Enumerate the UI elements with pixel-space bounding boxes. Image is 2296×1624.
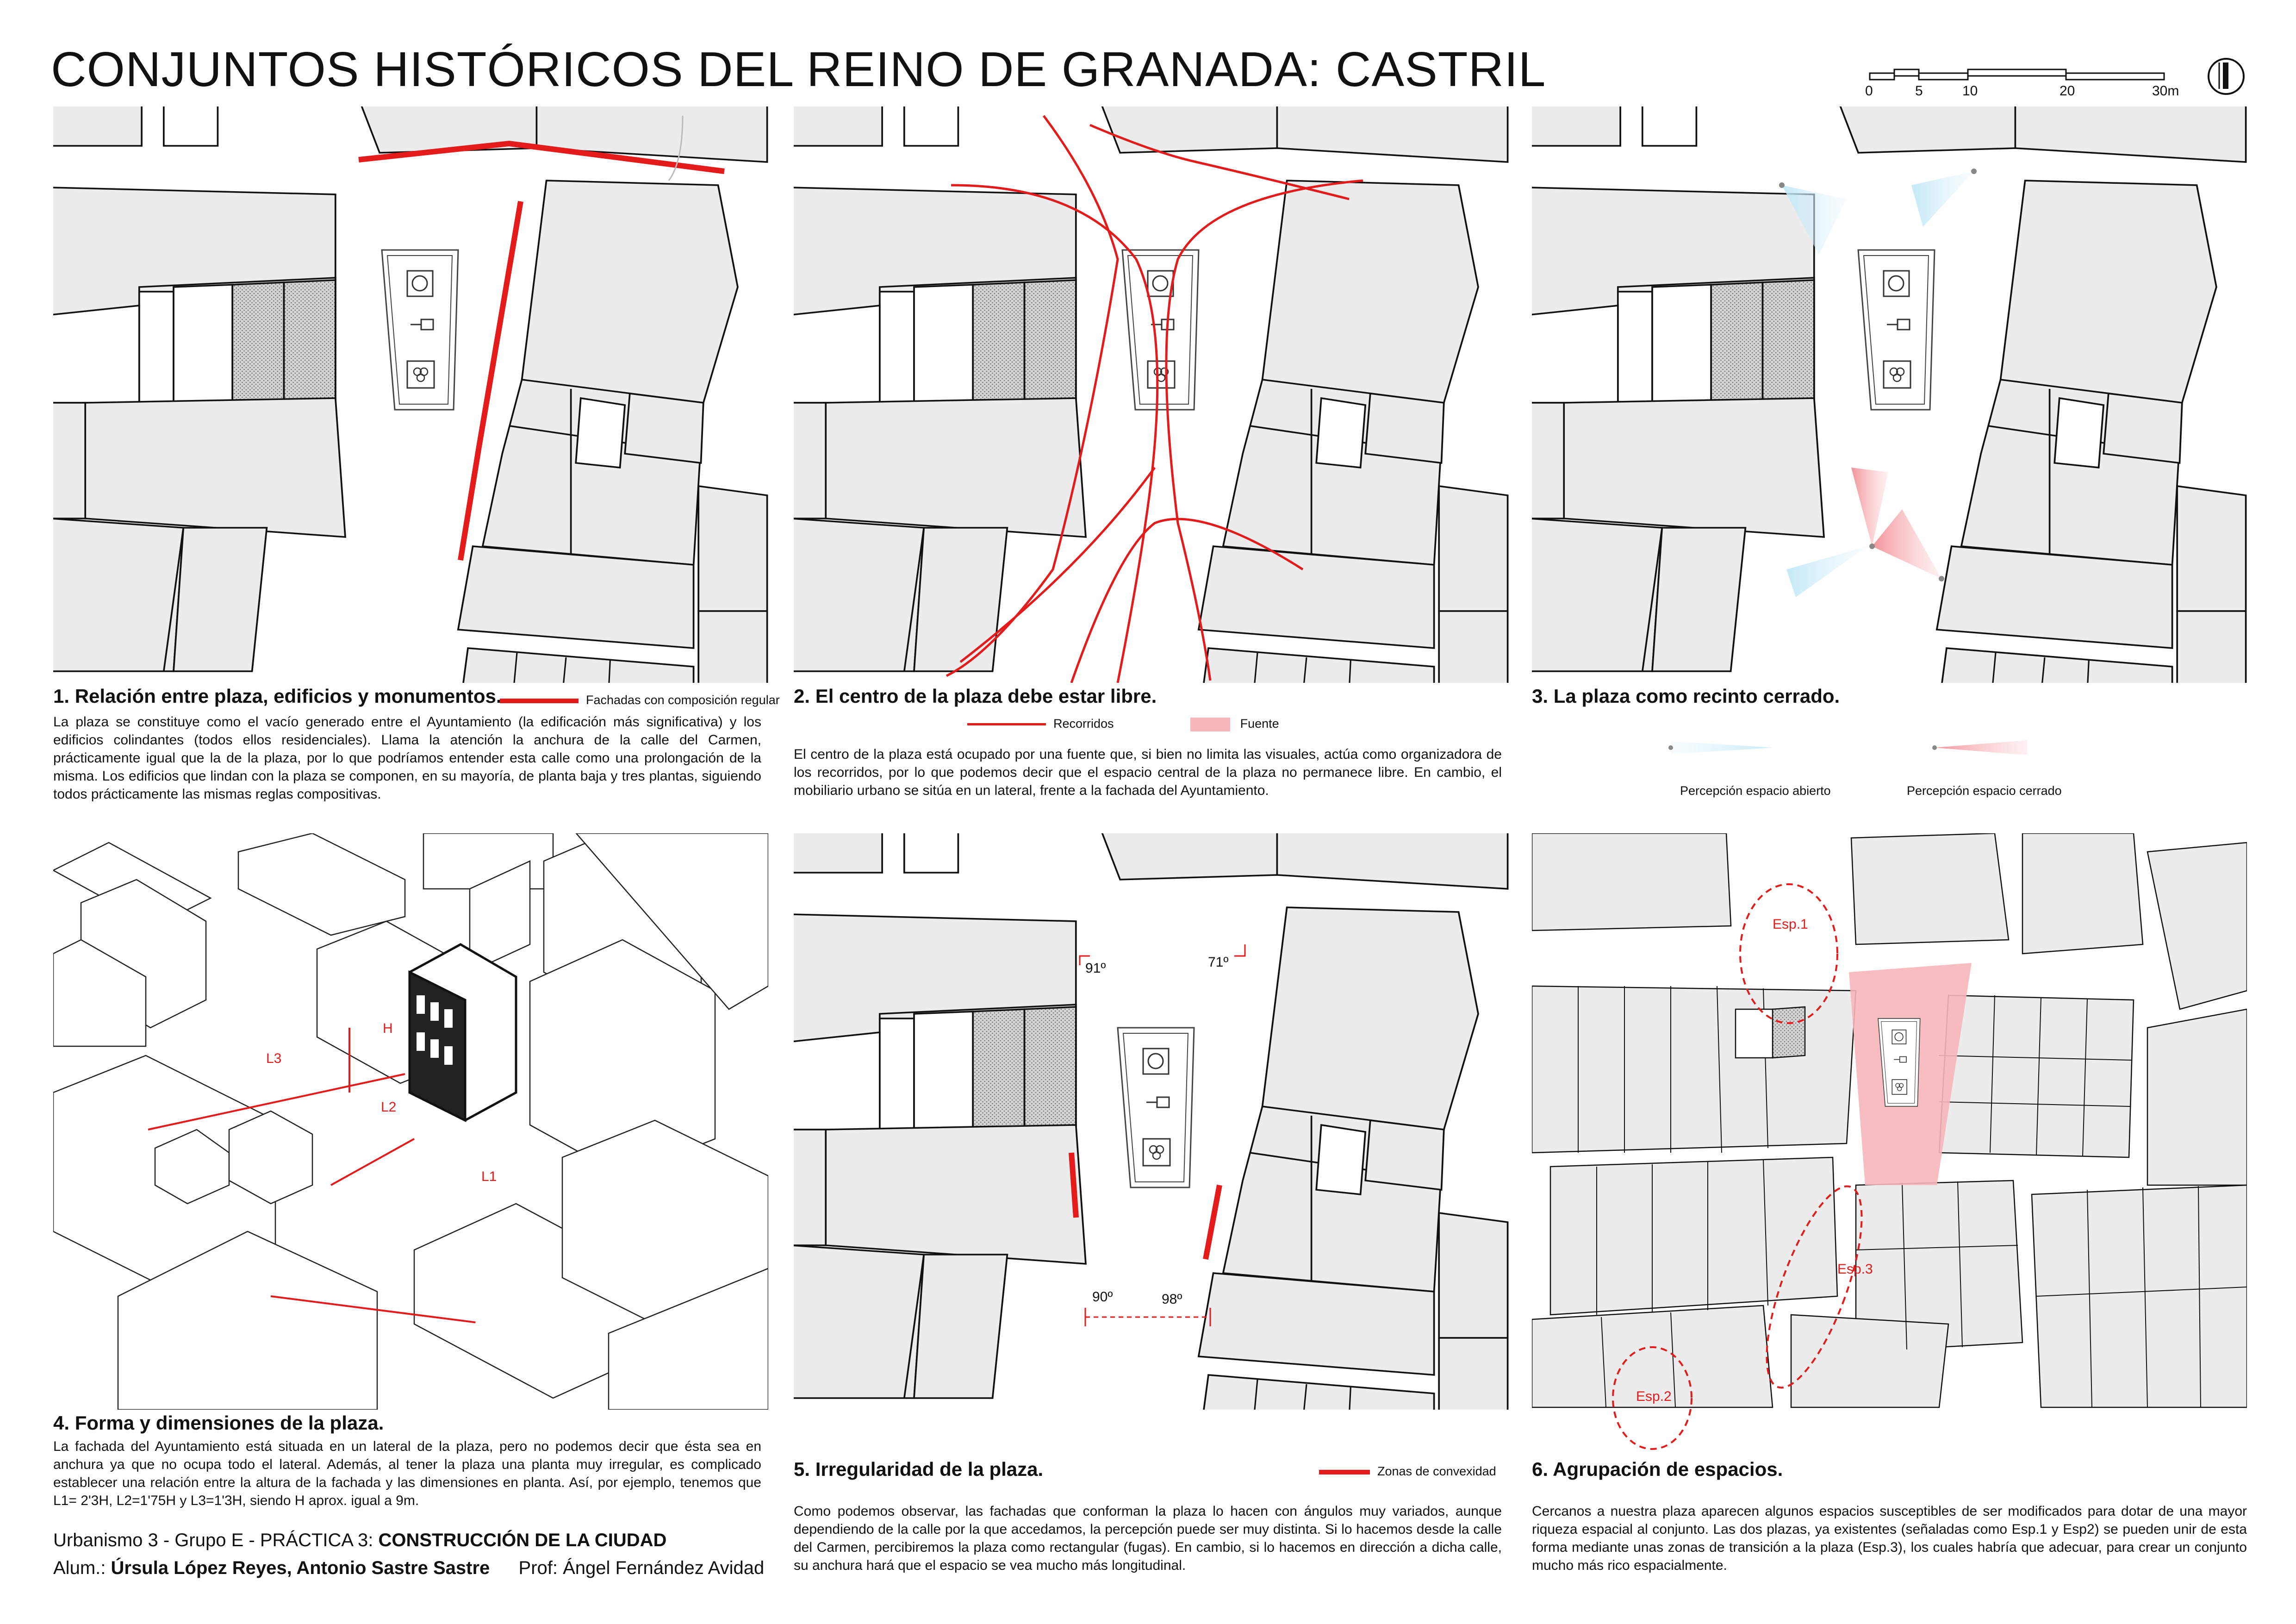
legend-red-line-icon xyxy=(500,698,579,703)
scale-label-0: 0 xyxy=(1865,83,1873,99)
panel-3-heading: 3. La plaza como recinto cerrado. xyxy=(1532,685,1840,707)
panel-6-map: Esp.1 Esp.3 Esp.2 xyxy=(1532,833,2247,1454)
page-title: CONJUNTOS HISTÓRICOS DEL REINO DE GRANAD… xyxy=(51,42,1546,97)
closed-space-swatch-icon xyxy=(1888,738,2036,757)
panel-1-legend: Fachadas con composición regular xyxy=(500,693,780,707)
panel-2-heading: 2. El centro de la plaza debe estar libr… xyxy=(794,685,1157,707)
panel-4-text: La fachada del Ayuntamiento está situada… xyxy=(53,1439,761,1508)
panel-2-legend: Recorridos Fuente xyxy=(967,717,1279,731)
panel-1-map xyxy=(53,106,768,683)
open-space-swatch-icon xyxy=(1634,738,1782,757)
legend-convexity-line-icon xyxy=(1319,1469,1370,1474)
panel-5-map: 91º 71º 90º 98º xyxy=(794,833,1509,1410)
angle-91: 91º xyxy=(1085,961,1106,976)
label-esp2: Esp.2 xyxy=(1636,1389,1672,1404)
scale-label-5: 5 xyxy=(1915,83,1923,99)
angle-71: 71º xyxy=(1208,955,1229,970)
label-h: H xyxy=(383,1021,393,1036)
legend-open-space-label: Percepción espacio abierto xyxy=(1680,784,1831,798)
label-esp1: Esp.1 xyxy=(1773,917,1808,932)
label-l1: L1 xyxy=(481,1169,497,1184)
north-arrow-icon xyxy=(2205,56,2247,97)
footer-authors-line: Alum.: Úrsula López Reyes, Antonio Sastr… xyxy=(53,1558,765,1578)
legend-route-line-icon xyxy=(967,723,1046,726)
angle-90: 90º xyxy=(1092,1289,1113,1305)
panel-1-text: La plaza se constituye como el vacío gen… xyxy=(53,714,761,802)
panel-2-map xyxy=(794,106,1509,683)
legend-closed-space-label: Percepción espacio cerrado xyxy=(1907,784,2062,798)
scale-label-20: 20 xyxy=(2060,83,2075,99)
panel-4-axonometric: L3 H L2 L1 xyxy=(53,833,768,1410)
label-esp3: Esp.3 xyxy=(1837,1262,1873,1277)
footer-course-line: Urbanismo 3 - Grupo E - PRÁCTICA 3: CONS… xyxy=(53,1530,667,1550)
scale-label-10: 10 xyxy=(1962,83,1978,99)
legend-fountain-swatch-icon xyxy=(1190,717,1230,731)
angle-98: 98º xyxy=(1162,1292,1182,1307)
scale-label-30m: 30m xyxy=(2152,83,2179,99)
label-l2: L2 xyxy=(381,1099,397,1115)
panel-5-heading: 5. Irregularidad de la plaza. xyxy=(794,1458,1044,1480)
label-l3: L3 xyxy=(266,1051,282,1066)
panel-4-heading: 4. Forma y dimensiones de la plaza. xyxy=(53,1412,384,1434)
panel-5-text: Como podemos observar, las fachadas que … xyxy=(794,1504,1502,1573)
panel-6-heading: 6. Agrupación de espacios. xyxy=(1532,1458,1783,1480)
panel-6-text: Cercanos a nuestra plaza aparecen alguno… xyxy=(1532,1504,2247,1573)
panel-3-map xyxy=(1532,106,2247,683)
panel-1-heading: 1. Relación entre plaza, edificios y mon… xyxy=(53,685,502,707)
panel-5-legend: Zonas de convexidad xyxy=(1319,1464,1496,1479)
panel-2-text: El centro de la plaza está ocupado por u… xyxy=(794,747,1502,798)
